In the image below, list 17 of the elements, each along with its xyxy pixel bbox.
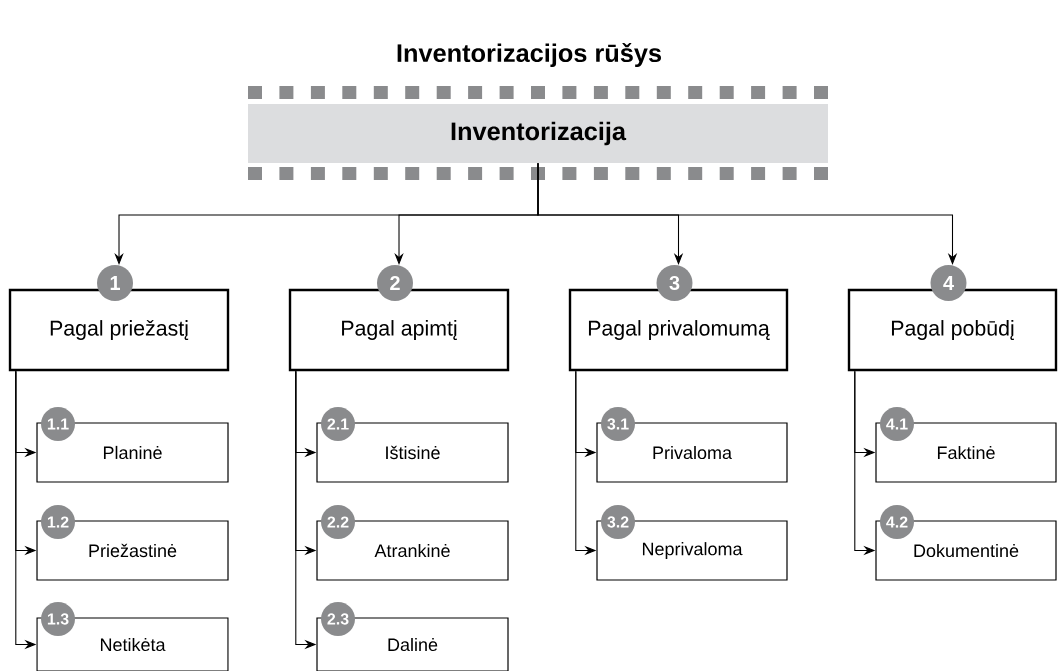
- arrow: [537, 162, 958, 265]
- number-badge: 1.3: [41, 602, 75, 636]
- number-badge: 4.2: [880, 505, 914, 539]
- number-badge: 1: [97, 265, 133, 301]
- number-badge: 2.2: [321, 505, 355, 539]
- number-badge: 2.3: [321, 602, 355, 636]
- number-badge: 4.1: [880, 407, 914, 441]
- number-badge: 1.2: [41, 505, 75, 539]
- title: Inventorizacijos rūšys: [397, 42, 661, 68]
- number-badge: 4: [930, 265, 967, 301]
- number-badge: 1.1: [41, 407, 75, 441]
- number-badge: 3.1: [601, 407, 635, 441]
- number-badge: 3.2: [601, 505, 635, 539]
- number-badge: 2: [377, 265, 413, 301]
- number-badge: 2.1: [321, 407, 355, 441]
- banner-box: Inventorizacija: [248, 86, 828, 180]
- number-badge: 3: [656, 265, 693, 301]
